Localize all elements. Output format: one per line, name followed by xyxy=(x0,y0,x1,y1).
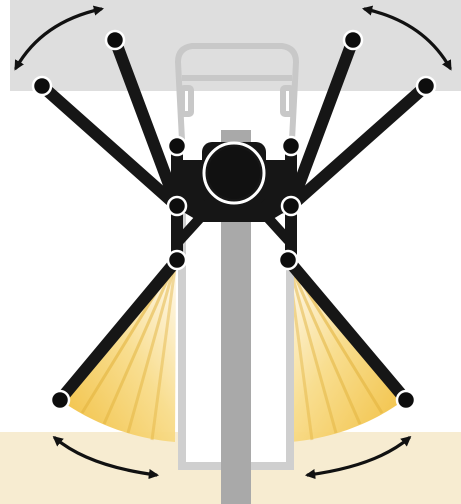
joint xyxy=(31,75,53,97)
upper-arm-left-outer xyxy=(36,80,183,212)
joint xyxy=(342,29,364,51)
upper-arms xyxy=(36,34,432,212)
mount-head xyxy=(180,141,288,222)
bus-silhouette xyxy=(175,43,299,141)
upper-arm-right-inner xyxy=(285,34,359,212)
light-fan-left xyxy=(60,259,178,442)
joint xyxy=(395,389,417,411)
joint xyxy=(277,249,299,271)
upper-arm-right-outer xyxy=(285,80,432,212)
upper-arm-left-inner xyxy=(109,34,183,212)
joint xyxy=(49,389,71,411)
joint xyxy=(415,75,437,97)
joint xyxy=(166,135,188,157)
joint xyxy=(166,249,188,271)
rotation-arrow-bottom-right xyxy=(304,436,412,480)
rotation-arrow-top-right xyxy=(362,5,452,71)
joint xyxy=(104,29,126,51)
rotation-arrow-bottom-left xyxy=(52,436,160,480)
joint xyxy=(280,195,302,217)
telescopic-mast xyxy=(178,130,294,504)
joint xyxy=(280,135,302,157)
joint xyxy=(166,195,188,217)
joints xyxy=(31,29,437,411)
rotation-arrow-top-left xyxy=(14,5,104,71)
